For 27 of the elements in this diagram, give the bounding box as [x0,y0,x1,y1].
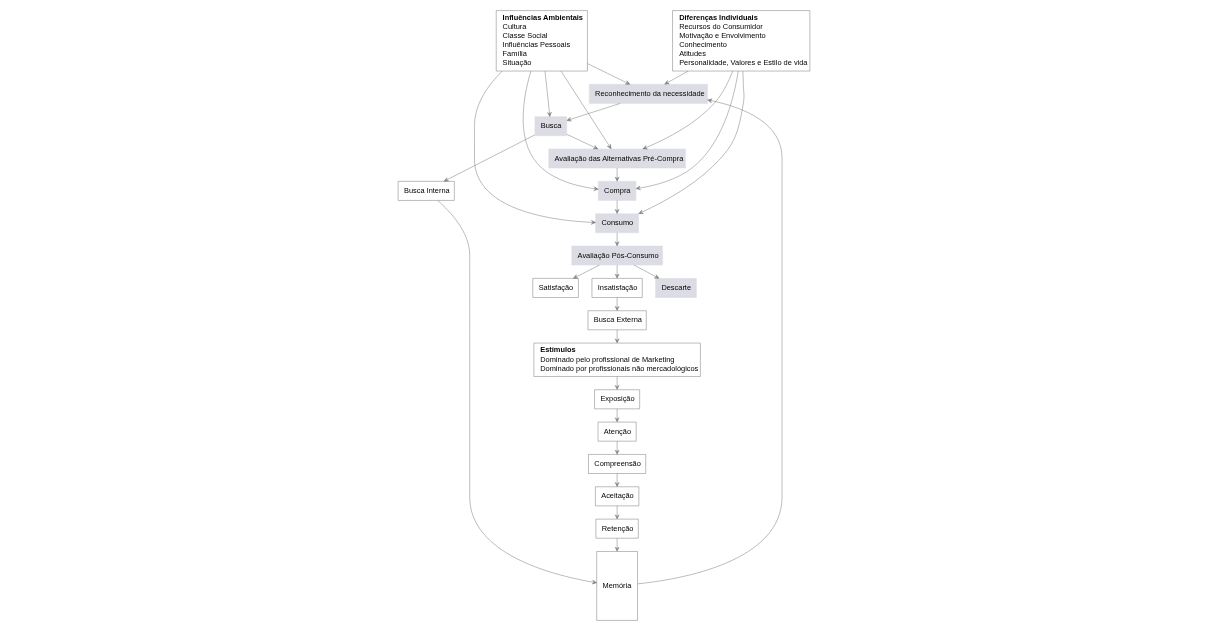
arrow [642,70,733,150]
arrow [614,200,619,214]
arrow [614,297,619,311]
arrow [633,264,659,279]
arrow [614,376,619,390]
arrow [614,232,619,247]
arrow [614,473,619,487]
arrow [522,70,598,191]
arrow [572,264,600,279]
arrow [636,98,782,585]
arrow [614,408,619,423]
arrow [614,505,619,520]
arrow [614,537,619,552]
arrow [566,103,620,122]
arrow [566,134,598,150]
arrow [560,70,611,150]
arrow [544,70,552,117]
arrow [614,329,619,344]
arrow [614,264,619,279]
arrow [586,63,630,85]
arrow [637,70,744,214]
arrow [635,70,738,191]
arrow [614,440,619,455]
arrow [443,134,535,182]
arrow [663,70,688,85]
arrow [614,167,619,182]
arrow [436,200,597,585]
